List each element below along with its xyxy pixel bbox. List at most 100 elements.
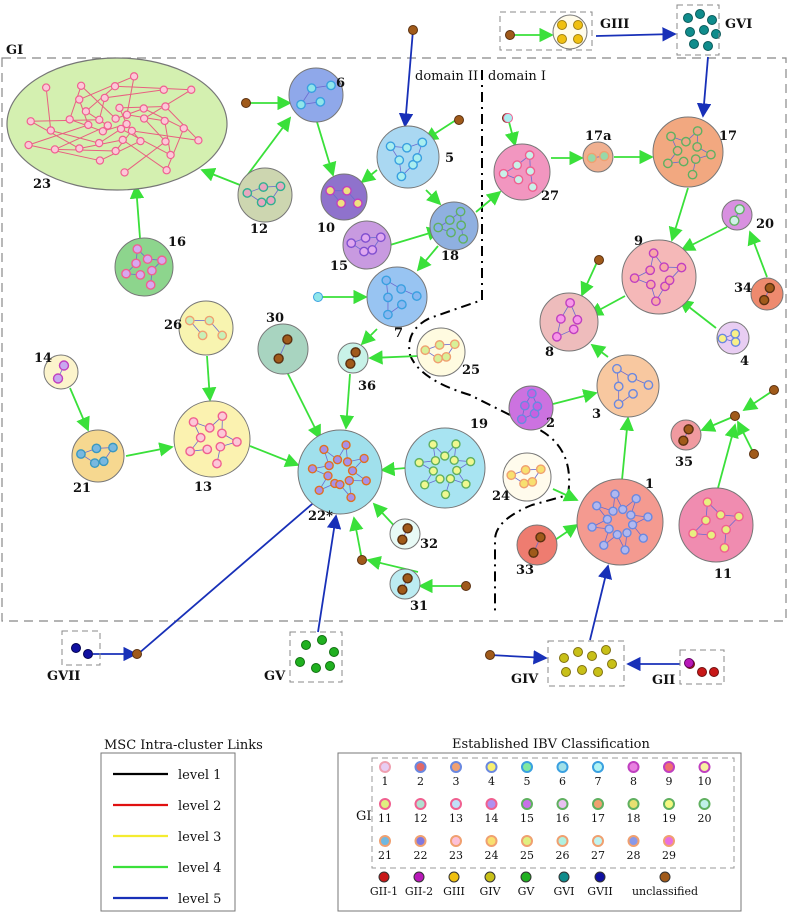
link-16 [680, 226, 728, 251]
cluster-32: 32 [389, 518, 438, 552]
cluster-2-label: 2 [546, 416, 555, 431]
ibv-gi-label-26: 26 [556, 849, 570, 862]
cluster-7-label: 7 [394, 326, 403, 341]
link-47 [137, 478, 342, 655]
unclassified-node-8 [461, 581, 471, 591]
cluster-36-label: 36 [358, 379, 376, 394]
ibv-other-swatch-6 [594, 871, 606, 883]
gii-node-1 [697, 667, 707, 677]
legend-level-1: level 1 [178, 768, 221, 783]
link-28 [249, 445, 300, 468]
gvi-node-0 [683, 13, 693, 23]
ibv-gi-label-25: 25 [520, 849, 534, 862]
cluster-11-label: 11 [714, 567, 732, 582]
link-21 [590, 343, 609, 359]
ibv-gi-swatch-19 [663, 798, 675, 810]
ibv-gi-label-19: 19 [662, 812, 676, 825]
ibv-other-label-4: GV [518, 885, 536, 898]
link-50 [489, 650, 548, 665]
cluster-17a: 17a [582, 129, 614, 173]
ibv-gi-label-1: 1 [382, 775, 389, 788]
link-36 [619, 416, 634, 481]
cluster-23-label: 23 [33, 177, 51, 192]
ibv-gi-label-7: 7 [595, 775, 602, 788]
ibv-gi-label-20: 20 [698, 812, 712, 825]
unclassified-node-4 [594, 255, 604, 265]
giv-node-1 [573, 647, 583, 657]
ibv-legend-title: Established IBV Classification [452, 737, 650, 752]
cluster-6-label: 6 [336, 76, 345, 91]
link-44 [398, 29, 414, 128]
ibv-other-label-3: GIV [479, 885, 501, 898]
domain-separator [408, 70, 571, 612]
link-27 [125, 442, 174, 457]
gvi-node-2 [707, 15, 717, 25]
giv-group: GIV [511, 640, 625, 687]
cluster-33-label: 33 [516, 563, 534, 578]
giv-node-5 [577, 665, 587, 675]
ibv-gi-label: GI [356, 809, 372, 824]
ibv-other-swatch-5 [558, 871, 570, 883]
ibv-gi-swatch-27 [592, 835, 604, 847]
ibv-gi-swatch-29 [663, 835, 675, 847]
link-18 [678, 298, 717, 329]
ibv-gi-swatch-26 [556, 835, 569, 847]
cluster-13: 13 [173, 400, 251, 495]
ibv-gi-label-17: 17 [591, 812, 605, 825]
unclassified-node-0 [241, 98, 251, 108]
cluster-17a-label: 17a [585, 129, 612, 144]
ibv-gi-label-28: 28 [627, 849, 641, 862]
svg-text:GIII: GIII [600, 17, 629, 32]
ibv-gi-label-5: 5 [524, 775, 531, 788]
links-layer [69, 25, 779, 672]
gi-region [1, 57, 787, 622]
ibv-other-label-2: GIII [443, 885, 465, 898]
domain-ii-label: domain II [415, 69, 478, 84]
gvi-group: GVI [676, 4, 752, 56]
cluster-34-label: 34 [734, 281, 752, 296]
link-15 [668, 187, 689, 242]
ibv-gi-swatch-23 [450, 835, 462, 847]
ibv-gi-label-27: 27 [591, 849, 605, 862]
cluster-8: 8 [539, 292, 599, 360]
unclassified-node-5 [769, 385, 779, 395]
ibv-gi-label-11: 11 [378, 812, 392, 825]
ibv-gi-swatch-1 [379, 761, 391, 773]
ibv-other-label-1: GII-2 [405, 885, 433, 898]
cluster-4-label: 4 [740, 354, 749, 369]
unclassified-node-10 [485, 650, 495, 660]
ibv-gi-swatch-14 [485, 798, 498, 810]
giii-node-2 [557, 34, 567, 44]
ibv-gi-swatch-16 [556, 798, 569, 810]
cluster-14: 14 [34, 351, 79, 390]
ibv-gi-swatch-17 [592, 798, 604, 810]
gv-node-4 [311, 663, 321, 673]
link-24 [201, 355, 217, 402]
ibv-gi-swatch-21 [379, 835, 391, 847]
gv-node-2 [329, 647, 339, 657]
cluster-19-label: 19 [470, 417, 488, 432]
ibv-gi-label-18: 18 [627, 812, 641, 825]
ibv-gi-swatch-3 [450, 761, 462, 773]
link-23 [368, 350, 419, 365]
cluster-26-label: 26 [164, 318, 182, 333]
link-19 [580, 259, 599, 297]
cluster-12-label: 12 [250, 222, 268, 237]
ibv-other-label-5: GVI [553, 885, 574, 898]
svg-text:GVI: GVI [725, 17, 752, 32]
cluster-35: 35 [670, 419, 702, 470]
cluster-21: 21 [71, 429, 125, 496]
ibv-gi-label-23: 23 [449, 849, 463, 862]
link-17 [747, 230, 768, 278]
ibv-other-swatch-0 [378, 871, 390, 883]
ibv-gi-swatch-18 [627, 798, 640, 810]
cluster-6: 6 [288, 67, 345, 123]
ibv-gi-label-4: 4 [488, 775, 495, 788]
cluster-25-label: 25 [462, 363, 480, 378]
link-22 [360, 328, 378, 346]
gii-group: GII [652, 649, 725, 688]
legend-level-2: level 2 [178, 799, 221, 814]
gv-node-5 [325, 661, 335, 671]
cluster-13-label: 13 [194, 480, 212, 495]
